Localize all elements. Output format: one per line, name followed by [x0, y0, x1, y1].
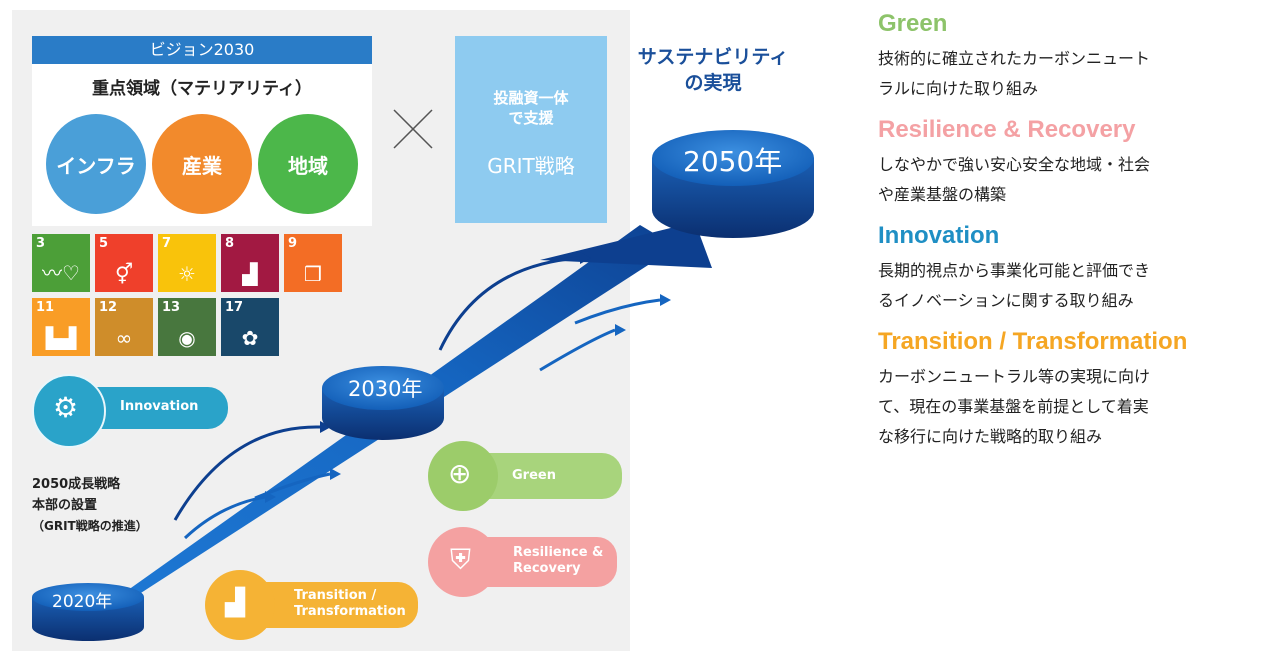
area-infra-label: インフラ [56, 153, 136, 178]
green-icon-circle: ⊕ [428, 441, 498, 511]
definitions-column: Green 技術的に確立されたカーボンニュート ラルに向けた取り組み Resil… [878, 8, 1263, 462]
vision-subtitle: 重点領域（マテリアリティ） [92, 79, 312, 99]
green-title: Green [878, 10, 948, 37]
resilience-line1: Resilience & [513, 545, 604, 560]
transition-title: Transition / Transformation [878, 328, 1188, 355]
strategy-line3: （GRIT戦略の推進） [32, 519, 148, 533]
sdg-12-tile: 12 ∞ [95, 298, 153, 356]
sdg-9-tile: 9 ❒ [284, 234, 342, 292]
innovation-desc-line1: 長期的視点から事業化可能と評価でき [878, 261, 1151, 280]
sdg-11-number: 11 [36, 300, 55, 315]
sdg-13-tile: 13 ◉ [158, 298, 216, 356]
area-region-label: 地域 [288, 153, 328, 178]
stairs-icon: ▟ [225, 588, 245, 618]
city-icon: ▙▟ [45, 326, 77, 350]
cubes-icon: ❒ [304, 262, 322, 286]
sdg-5-number: 5 [99, 236, 109, 251]
vision-header: ビジョン2030 [32, 36, 372, 64]
resilience-pill-label: Resilience & Recovery [513, 545, 603, 577]
goal-line1: サステナビリティ [637, 46, 789, 68]
resilience-line2: Recovery [513, 561, 581, 576]
sdg-3-number: 3 [36, 236, 46, 251]
sdg-7-number: 7 [162, 236, 172, 251]
milestone-2020: 2020年 [52, 592, 113, 612]
multiply-icon [393, 109, 433, 149]
green-section: Green 技術的に確立されたカーボンニュート ラルに向けた取り組み [878, 8, 1263, 104]
transition-section: Transition / Transformation カーボンニュートラル等の… [878, 326, 1263, 452]
green-pill-label: Green [512, 468, 556, 483]
transition-line1: Transition / [294, 588, 377, 603]
area-infra-circle: インフラ [46, 114, 146, 214]
platform-2050 [652, 130, 814, 238]
sdg-17-tile: 17 ✿ [221, 298, 279, 356]
shield-icon: ⛨ [450, 543, 472, 576]
area-region-circle: 地域 [258, 114, 358, 214]
sun-icon: ☼ [178, 262, 196, 286]
sdg-13-number: 13 [162, 300, 181, 315]
transition-desc-line1: カーボンニュートラル等の実現に向け [878, 367, 1151, 386]
resilience-title: Resilience & Recovery [878, 116, 1136, 143]
arrow-heads [265, 252, 671, 503]
area-industry-label: 産業 [182, 153, 222, 178]
area-industry-circle: 産業 [152, 114, 252, 214]
innovation-desc: 長期的視点から事業化可能と評価でき るイノベーションに関する取り組み [878, 256, 1263, 316]
transition-pill-label: Transition / Transformation [294, 588, 406, 620]
innovation-icon-circle: ⚙ [32, 374, 106, 448]
sdg-9-number: 9 [288, 236, 298, 251]
curved-arrows [173, 256, 661, 540]
milestone-2050: 2050年 [683, 145, 783, 178]
grit-line2: で支援 [508, 109, 554, 127]
infinity-icon: ∞ [115, 326, 133, 350]
resilience-section: Resilience & Recovery しなやかで強い安心安全な地域・社会 … [878, 114, 1263, 210]
sdg-8-tile: 8 ▟ [221, 234, 279, 292]
transition-desc: カーボンニュートラル等の実現に向け て、現在の事業基盤を前提として着実 な移行に… [878, 362, 1263, 452]
goal-title: サステナビリティ の実現 [633, 44, 793, 96]
goal-line2: の実現 [684, 72, 742, 94]
platform-2030 [322, 366, 444, 440]
transition-line2: Transformation [294, 604, 406, 619]
transition-desc-line2: て、現在の事業基盤を前提として着実 [878, 397, 1149, 416]
sdg-3-tile: 3 〰♡ [32, 234, 90, 292]
grit-line3: GRIT戦略 [487, 154, 575, 178]
milestone-2030: 2030年 [348, 377, 423, 401]
resilience-desc-line1: しなやかで強い安心安全な地域・社会 [878, 155, 1151, 174]
sdg-17-number: 17 [225, 300, 244, 315]
globe-leaf-icon: ⊕ [448, 457, 472, 490]
sdg-11-tile: 11 ▙▟ [32, 298, 90, 356]
transition-icon-circle: ▟ [205, 570, 275, 640]
resilience-desc: しなやかで強い安心安全な地域・社会 や産業基盤の構築 [878, 150, 1263, 210]
green-desc-line2: ラルに向けた取り組み [878, 79, 1039, 98]
sdg-8-number: 8 [225, 236, 235, 251]
resilience-desc-line2: や産業基盤の構築 [878, 185, 1007, 204]
green-desc: 技術的に確立されたカーボンニュート ラルに向けた取り組み [878, 44, 1263, 104]
strategy-text: 2050成長戦略 本部の設置 （GRIT戦略の推進） [32, 474, 148, 537]
grit-line1: 投融資一体 [493, 89, 569, 107]
gender-icon: ⚥ [114, 262, 134, 286]
strategy-line2: 本部の設置 [32, 498, 98, 513]
strategy-line1: 2050成長戦略 [32, 477, 121, 492]
sdg-7-tile: 7 ☼ [158, 234, 216, 292]
roadmap-graphic [32, 130, 814, 641]
eye-icon: ◉ [178, 326, 196, 350]
innovation-pill-label: Innovation [120, 399, 199, 414]
green-desc-line1: 技術的に確立されたカーボンニュート [878, 49, 1151, 68]
heartbeat-icon: 〰♡ [42, 261, 80, 285]
sdg-12-number: 12 [99, 300, 118, 315]
innovation-section: Innovation 長期的視点から事業化可能と評価でき るイノベーションに関す… [878, 220, 1263, 316]
resilience-icon-circle: ⛨ [428, 527, 498, 597]
transition-desc-line3: な移行に向けた戦略的取り組み [878, 427, 1103, 446]
platform-2020 [32, 583, 144, 641]
grit-strategy-box: 投融資一体 で支援 GRIT戦略 [455, 36, 607, 223]
gear-icon: ⚙ [53, 391, 79, 424]
innovation-title: Innovation [878, 222, 1000, 249]
vision-box: ビジョン2030 重点領域（マテリアリティ） インフラ 産業 地域 [32, 36, 372, 226]
innovation-desc-line2: るイノベーションに関する取り組み [878, 291, 1134, 310]
sdg-5-tile: 5 ⚥ [95, 234, 153, 292]
growth-chart-icon: ▟ [242, 262, 258, 286]
flower-icon: ✿ [241, 326, 259, 350]
